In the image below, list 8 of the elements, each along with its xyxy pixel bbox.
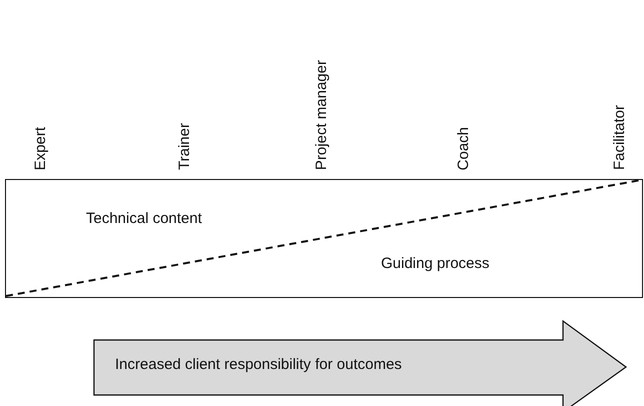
content-area-label: Technical content bbox=[86, 210, 202, 227]
role-label: Expert bbox=[33, 126, 49, 170]
role-label: Facilitator bbox=[612, 104, 628, 170]
arrow-label: Increased client responsibility for outcomes bbox=[115, 356, 402, 373]
role-label: Coach bbox=[456, 126, 472, 170]
process-area-label: Guiding process bbox=[381, 255, 490, 272]
block-arrow bbox=[93, 320, 627, 406]
role-label: Trainer bbox=[177, 123, 193, 170]
